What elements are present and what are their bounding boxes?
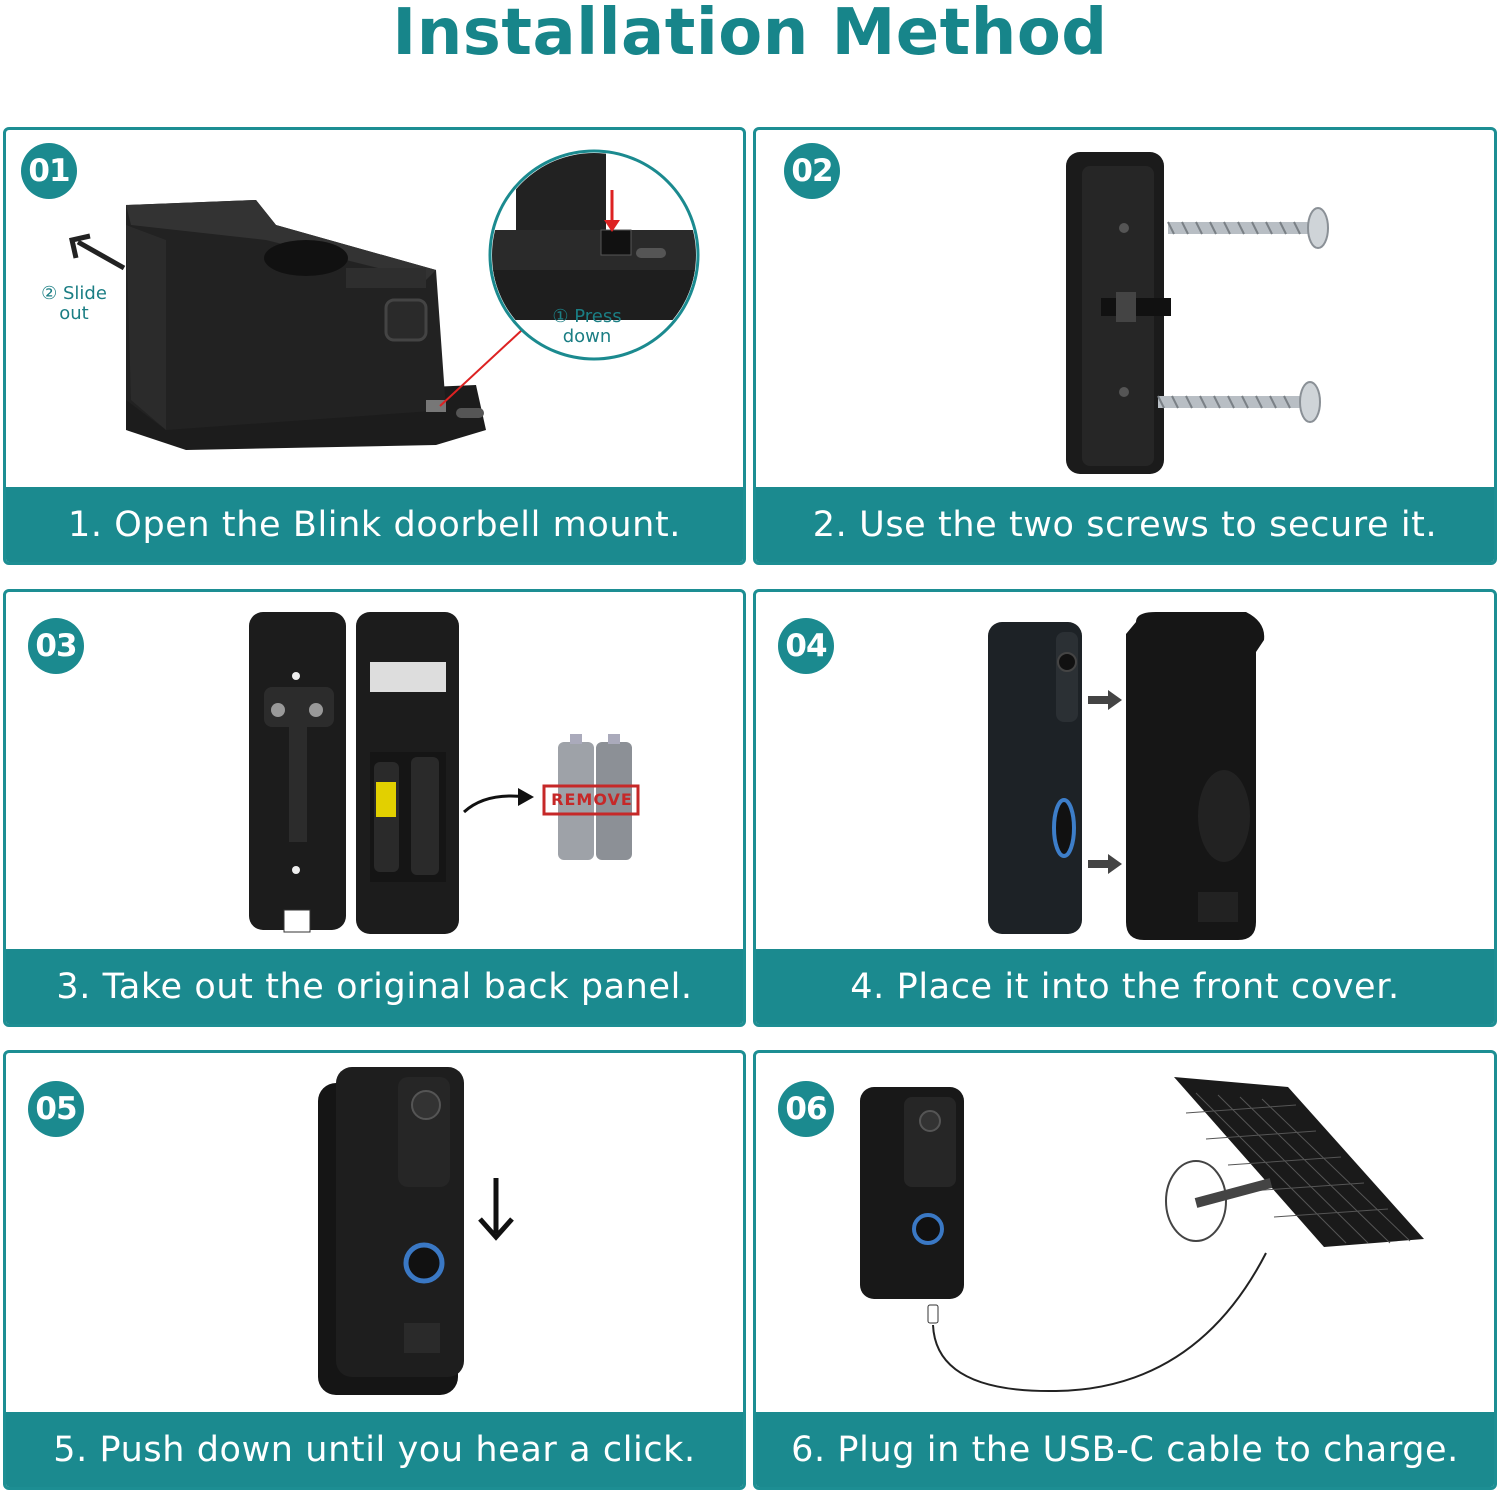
step-caption-6: 6. Plug in the USB-C cable to charge. <box>756 1412 1494 1487</box>
step-badge-4: 04 <box>778 618 834 674</box>
solar-charging-illustration <box>756 1053 1494 1412</box>
mount-open-illustration: ② Slide out ① Press down <box>6 130 743 487</box>
step-badge-6: 06 <box>778 1081 834 1137</box>
press-down-note: ① Press down <box>542 307 632 347</box>
arrow-right-icon <box>1088 854 1122 874</box>
remove-stamp-label: REMOVE <box>551 790 633 809</box>
back-panel-illustration: REMOVE <box>6 592 743 949</box>
arrow-down-icon <box>478 1178 514 1241</box>
arrow-right-icon <box>1088 690 1122 710</box>
step-caption-1: 1. Open the Blink doorbell mount. <box>6 487 743 562</box>
step-badge-1: 01 <box>21 143 77 199</box>
front-cover-illustration <box>756 592 1494 949</box>
step-badge-2: 02 <box>784 143 840 199</box>
step-caption-4: 4. Place it into the front cover. <box>756 949 1494 1024</box>
screw-icon <box>1157 381 1321 423</box>
step-card-1: ② Slide out ① Press down 01 1. Open the … <box>3 127 746 565</box>
step-badge-3: 03 <box>28 618 84 674</box>
slide-out-label: Slide out <box>59 283 107 324</box>
press-step-circle: ① <box>552 306 569 327</box>
slide-step-circle: ② <box>41 283 58 304</box>
step-card-2: 02 2. Use the two screws to secure it. <box>753 127 1497 565</box>
step-badge-5: 05 <box>28 1081 84 1137</box>
step-card-5: 05 5. Push down until you hear a click. <box>3 1050 746 1490</box>
step-caption-2: 2. Use the two screws to secure it. <box>756 487 1494 562</box>
step-caption-5: 5. Push down until you hear a click. <box>6 1412 743 1487</box>
solar-panel-icon <box>1165 1077 1424 1247</box>
screw-mount-illustration <box>756 130 1494 487</box>
push-down-illustration <box>6 1053 743 1412</box>
press-down-label: Press down <box>562 306 622 347</box>
slide-out-note: ② Slide out <box>24 284 124 324</box>
step-caption-3: 3. Take out the original back panel. <box>6 949 743 1024</box>
usb-c-cable-icon <box>927 1252 1267 1393</box>
page-title: Installation Method <box>392 0 1108 70</box>
step-card-4: 04 4. Place it into the front cover. <box>753 589 1497 1027</box>
screw-icon <box>1167 207 1329 249</box>
step-card-3: REMOVE 03 3. Take out the original back … <box>3 589 746 1027</box>
step-card-6: 06 6. Plug in the USB-C cable to charge. <box>753 1050 1497 1490</box>
